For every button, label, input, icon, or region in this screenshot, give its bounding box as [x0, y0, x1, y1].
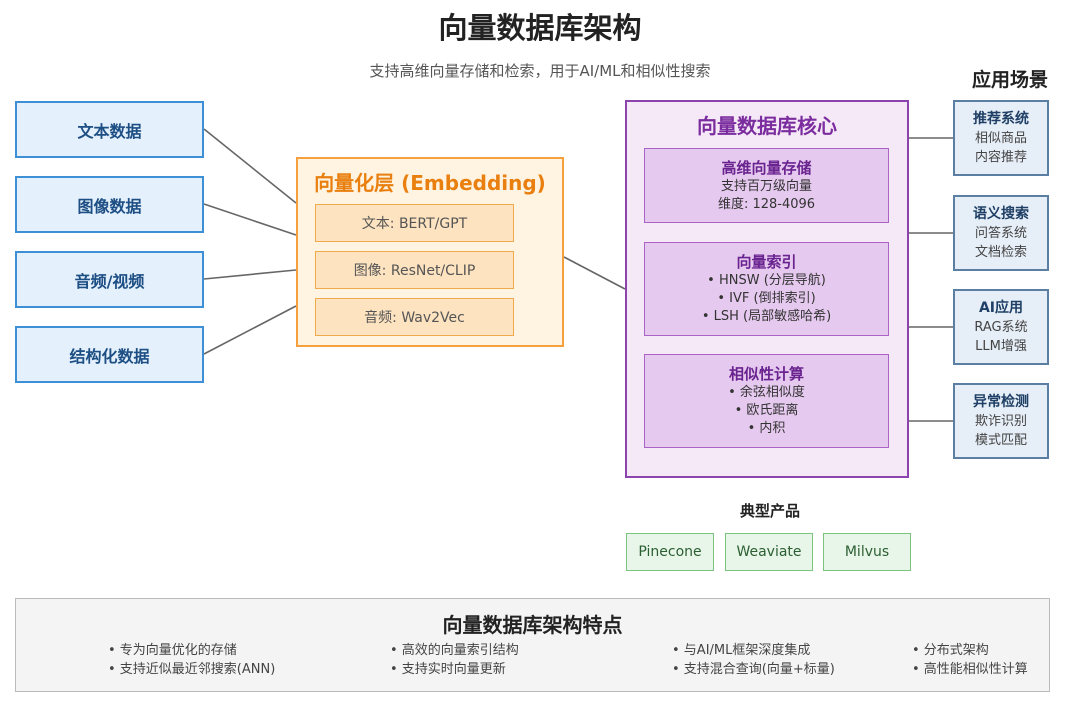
connector-source-4 — [203, 305, 297, 355]
connector-source-2 — [203, 203, 297, 236]
core-section-line: • LSH (局部敏感哈希) — [701, 309, 832, 324]
product-milvus: Milvus — [823, 533, 911, 571]
embedding-item-image: 图像: ResNet/CLIP — [315, 251, 514, 289]
source-text-data: 文本数据 — [15, 101, 204, 158]
core-title: 向量数据库核心 — [697, 113, 837, 138]
applications-heading: 应用场景 — [971, 68, 1048, 91]
app-line: 模式匹配 — [974, 433, 1027, 448]
app-anomaly-detection: 异常检测 欺诈识别 模式匹配 — [953, 383, 1049, 459]
feature-item: • 支持实时向量更新 — [390, 662, 506, 677]
feature-item: • 专为向量优化的存储 — [108, 643, 237, 658]
app-line: 相似商品 — [974, 131, 1027, 146]
app-line: 问答系统 — [974, 226, 1027, 241]
core-section-heading: 向量索引 — [736, 253, 797, 271]
app-line: 文档检索 — [974, 245, 1027, 260]
diagram-title: 向量数据库架构 — [438, 11, 642, 45]
core-section-line: • 内积 — [747, 421, 786, 436]
core-section-line: 支持百万级向量 — [720, 178, 812, 194]
source-image-data: 图像数据 — [15, 176, 204, 233]
source-structured-data: 结构化数据 — [15, 326, 204, 383]
connector-embedding-core — [563, 256, 626, 290]
core-section-storage: 高维向量存储 支持百万级向量 维度: 128-4096 — [644, 148, 889, 223]
feature-item: • 支持近似最近邻搜索(ANN) — [108, 662, 276, 677]
core-section-heading: 相似性计算 — [728, 365, 804, 383]
app-semantic-search: 语义搜索 问答系统 文档检索 — [953, 195, 1049, 271]
source-audio-video: 音频/视频 — [15, 251, 204, 308]
connector-source-1 — [203, 128, 297, 204]
diagram-subtitle: 支持高维向量存储和检索，用于AI/ML和相似性搜索 — [369, 61, 711, 80]
app-ai-application: AI应用 RAG系统 LLM增强 — [953, 289, 1049, 365]
embedding-title: 向量化层 (Embedding) — [314, 170, 546, 195]
product-pinecone: Pinecone — [626, 533, 714, 571]
app-title: 语义搜索 — [973, 206, 1029, 222]
app-title: 推荐系统 — [973, 111, 1029, 127]
app-recommendation: 推荐系统 相似商品 内容推荐 — [953, 100, 1049, 176]
core-section-line: • 欧氏距离 — [734, 403, 799, 418]
app-line: 内容推荐 — [974, 150, 1027, 165]
core-section-line: 维度: 128-4096 — [717, 196, 816, 212]
app-title: AI应用 — [978, 300, 1024, 316]
core-section-similarity: 相似性计算 • 余弦相似度 • 欧氏距离 • 内积 — [644, 354, 889, 448]
connector-source-3 — [203, 269, 297, 280]
app-line: LLM增强 — [975, 339, 1027, 354]
feature-item: • 与AI/ML框架深度集成 — [672, 643, 811, 658]
core-section-index: 向量索引 • HNSW (分层导航) • IVF (倒排索引) • LSH (局… — [644, 242, 889, 336]
feature-item: • 高性能相似性计算 — [912, 662, 1028, 677]
products-heading: 典型产品 — [739, 501, 800, 520]
core-section-line: • IVF (倒排索引) — [717, 291, 816, 306]
embedding-item-audio: 音频: Wav2Vec — [315, 298, 514, 336]
features-panel — [15, 598, 1050, 692]
core-section-line: • 余弦相似度 — [728, 385, 805, 400]
product-weaviate: Weaviate — [725, 533, 813, 571]
embedding-item-text: 文本: BERT/GPT — [315, 204, 514, 242]
feature-item: • 支持混合查询(向量+标量) — [672, 662, 835, 677]
feature-item: • 高效的向量索引结构 — [390, 643, 519, 658]
feature-item: • 分布式架构 — [912, 643, 989, 658]
app-title: 异常检测 — [973, 394, 1029, 410]
core-section-heading: 高维向量存储 — [721, 158, 812, 177]
core-section-line: • HNSW (分层导航) — [707, 273, 826, 288]
features-title: 向量数据库架构特点 — [442, 612, 623, 637]
app-line: RAG系统 — [974, 320, 1028, 335]
app-line: 欺诈识别 — [974, 414, 1027, 429]
